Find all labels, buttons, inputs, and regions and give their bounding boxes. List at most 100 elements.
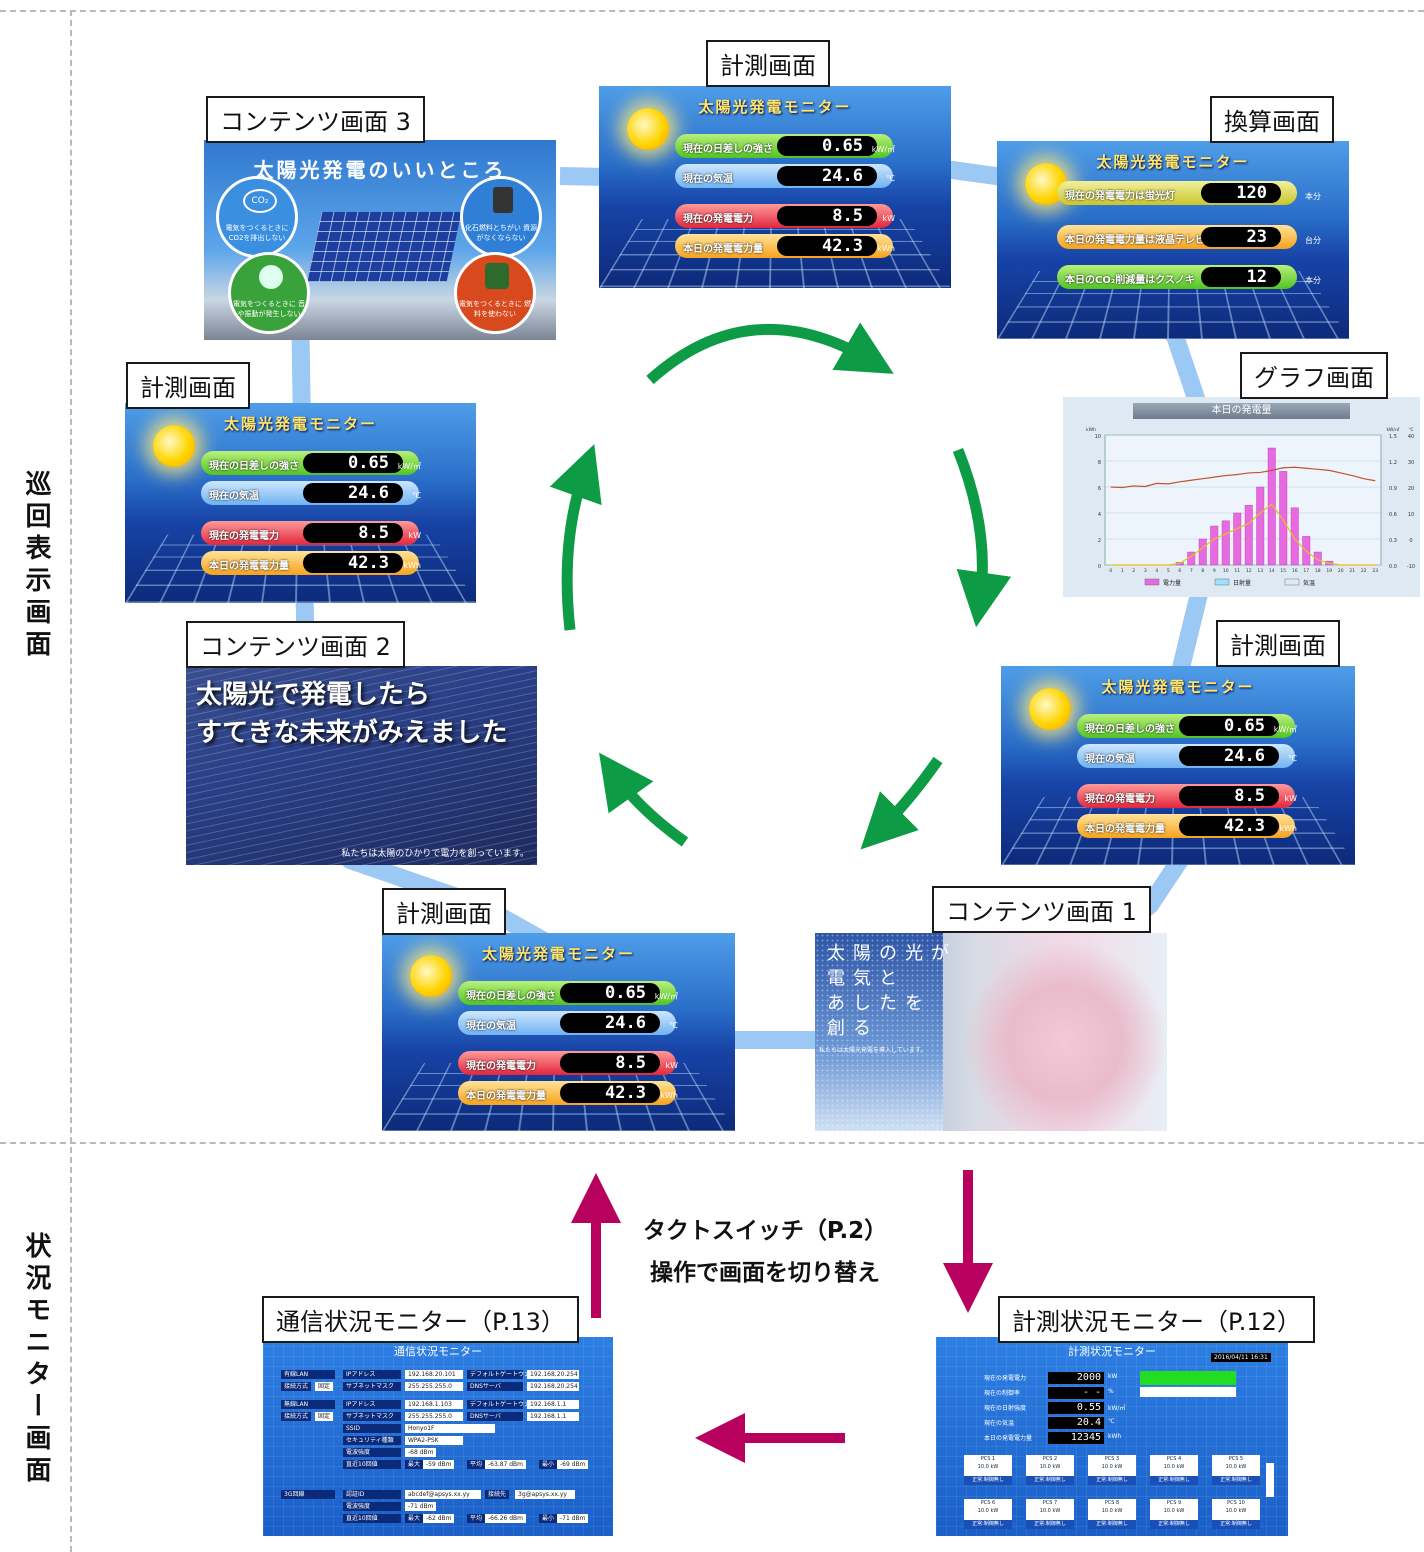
y-tick-right1: 0.9: [1389, 486, 1397, 492]
y-tick-right1: 0.0: [1389, 564, 1397, 570]
y-tick-right1: 0.3: [1389, 538, 1397, 544]
legend-swatch: [1285, 579, 1299, 585]
monitor-row-unit: ℃: [1108, 1418, 1115, 1425]
bar-energy: [1280, 471, 1288, 565]
arrow-top: [650, 329, 870, 380]
x-tick: 5: [1167, 568, 1170, 574]
y-tick-right2: 0: [1409, 538, 1412, 544]
pcs-card: PCS 610.0 kW正常:制御無し: [964, 1499, 1012, 1529]
bubble-resources: 化石燃料とちがい 資源がなくならない: [460, 176, 542, 258]
pcs-status: 正常:制御無し: [964, 1476, 1012, 1485]
content1-caption: 私たちは太陽光発電を導入しています。: [819, 1045, 926, 1054]
x-tick: 2: [1132, 568, 1135, 574]
row-energy: 本日の発電電力量42.3kWh: [675, 234, 893, 258]
content1-headline: 太陽の光が電気とあしたを創る: [827, 941, 957, 1041]
x-tick: 20: [1338, 568, 1344, 574]
pcs-name: PCS 8: [1088, 1499, 1136, 1507]
content-screen-2: 太陽光で発電したらすてきな未来がみえました 私たちは太陽のひかりで電力を創ってい…: [186, 666, 537, 865]
pcs-name: PCS 7: [1026, 1499, 1074, 1507]
power-bar: [1140, 1371, 1236, 1385]
callout-measure-left: 計測画面: [126, 362, 250, 409]
row-power: 現在の発電電力8.5kW: [675, 204, 893, 228]
x-tick: 14: [1269, 568, 1275, 574]
x-tick: 22: [1361, 568, 1367, 574]
scroll-button[interactable]: [1266, 1463, 1274, 1497]
arrow-lower-left: [615, 775, 685, 842]
measure-screen-right: 太陽光発電モニター 現在の日差しの強さ0.65kW/㎡ 現在の気温24.6℃ 現…: [1001, 666, 1355, 865]
pcs-status: 正常:制御無し: [1088, 1520, 1136, 1529]
callout-measure-bottom: 計測画面: [382, 888, 506, 935]
pcs-value: 10.0 kW: [1212, 1507, 1260, 1515]
monitor-row-label: 現在の気温: [984, 1418, 1014, 1427]
pcs-value: 10.0 kW: [964, 1463, 1012, 1471]
content2-caption: 私たちは太陽のひかりで電力を創っています。: [341, 846, 529, 859]
monitor-row-value: 20.4: [1048, 1417, 1104, 1429]
pcs-status: 正常:制御無し: [1088, 1476, 1136, 1485]
x-tick: 4: [1155, 568, 1158, 574]
convert-screen: 太陽光発電モニター 現在の発電電力は蛍光灯120本分 本日の発電電力量は液晶テレ…: [997, 141, 1349, 339]
legend-label: 電力量: [1163, 579, 1181, 587]
y-tick-right2: 20: [1408, 486, 1414, 492]
pcs-status: 正常:制御無し: [1150, 1476, 1198, 1485]
pcs-name: PCS 3: [1088, 1455, 1136, 1463]
pcs-name: PCS 10: [1212, 1499, 1260, 1507]
x-tick: 12: [1246, 568, 1252, 574]
graph-chart: 00.0-1020.3040.61060.92081.230101.540kWh…: [1063, 397, 1420, 597]
pcs-value: 10.0 kW: [1026, 1507, 1074, 1515]
pcs-value: 10.0 kW: [1026, 1463, 1074, 1471]
x-tick: 11: [1234, 568, 1240, 574]
x-tick: 21: [1349, 568, 1355, 574]
bar-energy: [1199, 539, 1207, 565]
pcs-value: 10.0 kW: [1150, 1507, 1198, 1515]
legend-swatch: [1145, 579, 1159, 585]
y-tick-left: 2: [1098, 538, 1101, 544]
monitor-row-unit: kW/㎡: [1108, 1403, 1125, 1412]
speaker-icon: [259, 265, 283, 289]
row-temperature: 現在の気温24.6℃: [675, 164, 893, 188]
pcs-value: 10.0 kW: [1088, 1507, 1136, 1515]
x-tick: 23: [1372, 568, 1378, 574]
comm-monitor-title: 通信状況モニター: [263, 1343, 613, 1359]
legend-label: 日射量: [1233, 579, 1251, 587]
arrow-right: [958, 450, 982, 600]
meas-monitor-screen: 計測状況モニター 2016/04/11 16:31 現在の発電電力2000kW現…: [936, 1337, 1288, 1536]
x-tick: 16: [1292, 568, 1298, 574]
x-tick: 0: [1109, 568, 1112, 574]
convert-title: 太陽光発電モニター: [997, 151, 1349, 172]
bubble-no-co2: CO₂電気をつくるときに CO2を排出しない: [216, 176, 298, 258]
measure-screen-bottom: 太陽光発電モニター 現在の日差しの強さ0.65kW/㎡ 現在の気温24.6℃ 現…: [382, 933, 735, 1131]
solar-panel-image: [307, 212, 462, 282]
bar-energy: [1222, 521, 1230, 565]
measure-screen-left: 太陽光発電モニター 現在の日差しの強さ0.65kW/㎡ 現在の気温24.6℃ 現…: [125, 403, 476, 603]
pcs-name: PCS 2: [1026, 1455, 1074, 1463]
x-tick: 3: [1144, 568, 1147, 574]
pcs-status: 正常:制御無し: [964, 1520, 1012, 1529]
pcs-status: 正常:制御無し: [1212, 1476, 1260, 1485]
bar-energy: [1257, 487, 1265, 565]
y-tick-right2: 10: [1408, 512, 1414, 518]
callout-measure-right: 計測画面: [1216, 620, 1340, 667]
callout-graph: グラフ画面: [1240, 352, 1388, 399]
x-tick: 10: [1223, 568, 1229, 574]
pcs-value: 10.0 kW: [1088, 1463, 1136, 1471]
portrait-image: [965, 943, 1165, 1131]
x-tick: 8: [1201, 568, 1204, 574]
co2-icon: CO₂: [243, 189, 277, 213]
pcs-status: 正常:制御無し: [1212, 1520, 1260, 1529]
measure-title: 太陽光発電モニター: [382, 943, 735, 964]
datetime-display: 2016/04/11 16:31: [1211, 1353, 1271, 1362]
pcs-value: 10.0 kW: [1150, 1463, 1198, 1471]
graph-screen: 本日の発電量 00.0-1020.3040.61060.92081.230101…: [1063, 397, 1420, 597]
monitor-row-label: 現在の発電電力: [984, 1373, 1026, 1382]
measure-title: 太陽光発電モニター: [599, 96, 951, 117]
pcs-value: 10.0 kW: [964, 1507, 1012, 1515]
bar-energy: [1211, 526, 1219, 565]
measure-title: 太陽光発電モニター: [125, 413, 476, 434]
callout-convert: 換算画面: [1210, 96, 1334, 143]
legend-label: 気温: [1303, 579, 1315, 587]
pcs-card: PCS 510.0 kW正常:制御無し: [1212, 1455, 1260, 1485]
content-screen-1: 太陽の光が電気とあしたを創る 私たちは太陽光発電を導入しています。: [815, 933, 1167, 1131]
y-tick-left: 10: [1095, 434, 1101, 440]
x-tick: 6: [1178, 568, 1181, 574]
pcs-name: PCS 1: [964, 1455, 1012, 1463]
